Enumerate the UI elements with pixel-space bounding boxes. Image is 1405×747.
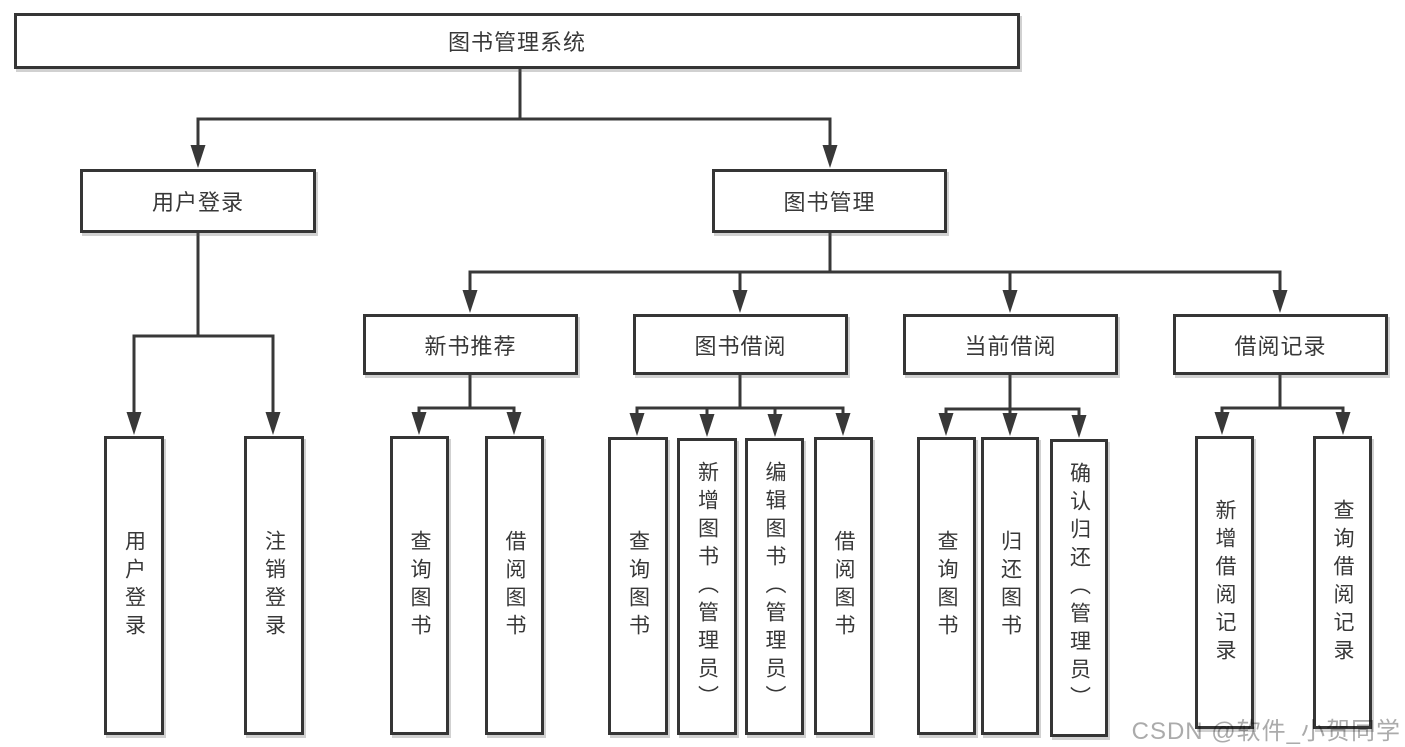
node-query-borrow-record: 查询借阅记录 xyxy=(1313,436,1372,729)
node-user-login-leaf: 用户登录 xyxy=(104,436,164,735)
node-book-borrow: 图书借阅 xyxy=(633,314,848,375)
node-label: 查询借阅记录 xyxy=(1331,498,1354,667)
node-query-books-current: 查询图书 xyxy=(917,437,976,735)
node-label: 归还图书 xyxy=(998,530,1022,642)
node-label: 查询图书 xyxy=(408,529,431,642)
node-add-book-admin: 新增图书（管理员） xyxy=(677,438,737,735)
node-label: 编辑图书（管理员） xyxy=(763,460,786,713)
node-borrow-books-recommend: 借阅图书 xyxy=(485,436,544,735)
node-return-book: 归还图书 xyxy=(981,437,1039,735)
node-label: 查询图书 xyxy=(626,530,650,642)
node-label: 新增借阅记录 xyxy=(1213,498,1236,667)
node-confirm-return-admin: 确认归还（管理员） xyxy=(1050,439,1108,737)
node-label: 图书借阅 xyxy=(694,333,787,359)
node-label: 确认归还（管理员） xyxy=(1067,462,1091,714)
node-library-system: 图书管理系统 xyxy=(14,13,1020,69)
node-edit-book-admin: 编辑图书（管理员） xyxy=(745,438,804,735)
watermark: CSDN @软件_小贺同学 xyxy=(1131,718,1401,745)
node-label: 当前借阅 xyxy=(964,333,1057,359)
node-new-book-recommend: 新书推荐 xyxy=(363,314,578,375)
node-borrow-records: 借阅记录 xyxy=(1173,314,1388,375)
node-borrow-books-leaf: 借阅图书 xyxy=(814,437,873,735)
node-label: 借阅记录 xyxy=(1234,333,1327,359)
node-label: 用户登录 xyxy=(151,190,244,215)
node-current-borrow: 当前借阅 xyxy=(903,314,1118,375)
node-label: 用户登录 xyxy=(122,529,146,642)
node-add-borrow-record: 新增借阅记录 xyxy=(1195,436,1254,729)
node-query-books-borrow: 查询图书 xyxy=(608,437,668,735)
node-label: 注销登录 xyxy=(262,529,286,642)
node-label: 借阅图书 xyxy=(832,530,855,642)
node-label: 查询图书 xyxy=(935,530,958,642)
node-label: 新书推荐 xyxy=(424,333,517,359)
node-book-management: 图书管理 xyxy=(712,169,947,233)
node-user-login: 用户登录 xyxy=(80,169,316,233)
node-logout: 注销登录 xyxy=(244,436,304,735)
node-label: 新增图书（管理员） xyxy=(695,460,719,713)
node-query-books-recommend: 查询图书 xyxy=(390,436,449,735)
node-label: 借阅图书 xyxy=(503,529,526,642)
node-label: 图书管理系统 xyxy=(447,30,586,55)
node-label: 图书管理 xyxy=(783,190,876,215)
